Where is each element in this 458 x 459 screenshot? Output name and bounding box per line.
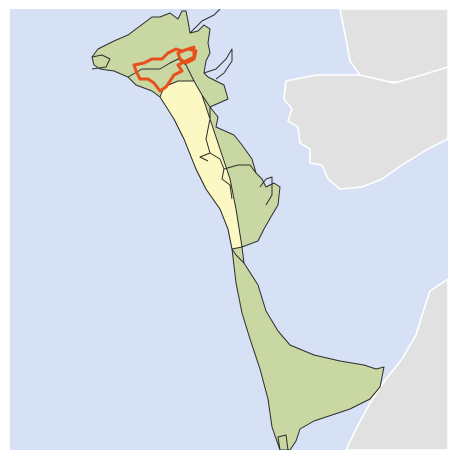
quay-line — [259, 176, 273, 206]
district-boundary-east-3 — [223, 164, 257, 174]
harbour-pier-north — [189, 9, 221, 34]
locator-map[interactable] — [10, 9, 448, 450]
harbour-pier-west — [91, 54, 111, 70]
highlighted-area-outline — [132, 45, 196, 93]
district-boundary-east-1 — [199, 94, 211, 162]
mainland-south-coast — [345, 278, 448, 450]
district-boundary-neck — [231, 248, 245, 264]
channel-line-south — [277, 434, 289, 450]
mainland-bay-landmass — [283, 66, 448, 190]
district-boundary-east-2 — [209, 152, 233, 200]
district-boundary-north — [127, 58, 195, 82]
highlighted-area-inner-block — [176, 47, 198, 65]
selected-district — [159, 80, 243, 250]
harbour-pier-east — [203, 48, 233, 80]
map-panel[interactable] — [10, 9, 448, 450]
